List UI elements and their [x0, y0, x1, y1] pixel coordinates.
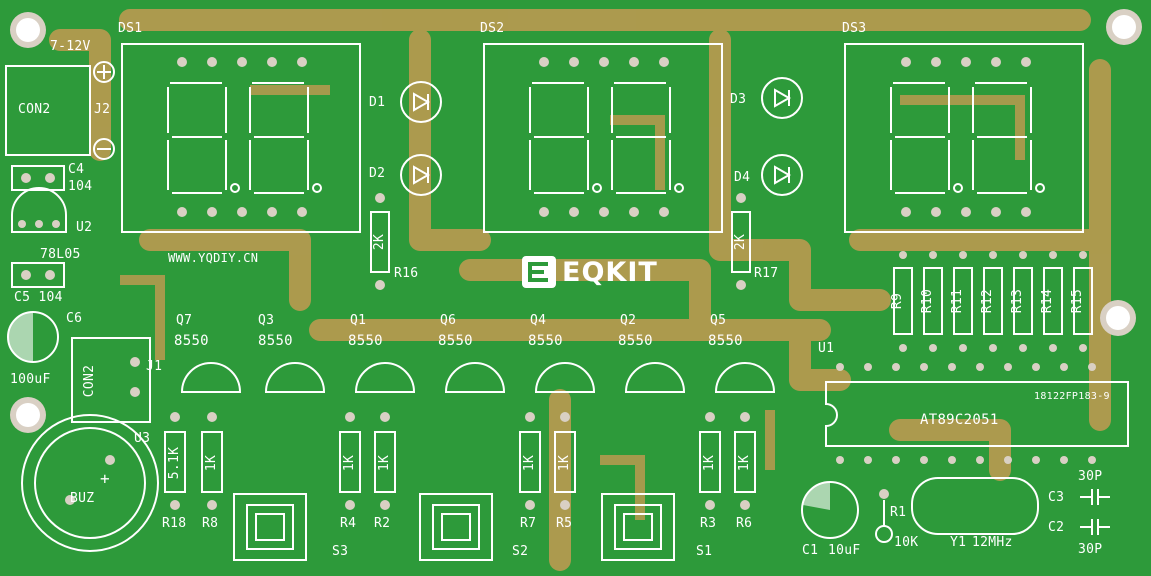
- label-website: WWW.YQDIY.CN: [168, 251, 259, 265]
- label-r13: R13: [1010, 288, 1025, 314]
- label-q4: Q4: [530, 313, 547, 328]
- logo-text: EQKIT: [562, 257, 658, 288]
- label-r5: R5: [556, 516, 573, 531]
- label-power-voltage: 7-12V: [50, 39, 91, 54]
- label-ds2: DS2: [480, 21, 505, 36]
- regulator-outline: [11, 187, 67, 233]
- label-d4: D4: [734, 170, 751, 185]
- label-j1: J1: [146, 359, 163, 374]
- label-s2: S2: [512, 544, 529, 559]
- label-c1-value: 10uF: [828, 543, 861, 558]
- label-q5-value: 8550: [708, 333, 743, 349]
- label-r3: R3: [700, 516, 717, 531]
- label-q1: Q1: [350, 313, 367, 328]
- label-r9: R9: [890, 292, 905, 310]
- label-y1-value: 12MHz: [972, 535, 1013, 550]
- label-ds3: DS3: [842, 21, 867, 36]
- crystal-outline: [911, 477, 1039, 535]
- label-c2-value: 30P: [1078, 542, 1103, 557]
- copper-traces: [49, 9, 1111, 571]
- label-c1: C1: [802, 543, 819, 558]
- label-r6: R6: [736, 516, 753, 531]
- label-q2-value: 8550: [618, 333, 653, 349]
- label-r16-value: 2K: [372, 233, 387, 251]
- label-q7: Q7: [176, 313, 193, 328]
- label-c4-value: 104: [68, 179, 93, 194]
- label-c4: C4: [68, 162, 85, 177]
- label-r16: R16: [394, 266, 419, 281]
- label-q6-value: 8550: [438, 333, 473, 349]
- label-buzzer-plus: +: [100, 469, 110, 488]
- label-q5: Q5: [710, 313, 727, 328]
- label-c2: C2: [1048, 520, 1065, 535]
- label-con2-power: CON2: [18, 102, 51, 117]
- label-r8-value: 1K: [204, 454, 219, 472]
- label-r5-value: 1K: [557, 454, 572, 472]
- label-c6: C6: [66, 311, 83, 326]
- label-r17-value: 2K: [733, 233, 748, 251]
- label-batch: 18122FP183-9: [1034, 391, 1110, 402]
- label-q3: Q3: [258, 313, 275, 328]
- label-r6-value: 1K: [737, 454, 752, 472]
- label-r1: R1: [890, 505, 907, 520]
- display-outlines: [121, 43, 1084, 233]
- label-d3: D3: [730, 92, 747, 107]
- eqkit-logo-mark: [522, 256, 556, 288]
- resistor-array-outlines: [893, 267, 1093, 335]
- label-c5: C5 104: [14, 290, 63, 305]
- label-u3: U3: [134, 431, 151, 446]
- label-d1: D1: [369, 95, 386, 110]
- label-r4: R4: [340, 516, 357, 531]
- label-r12: R12: [980, 288, 995, 314]
- label-r17: R17: [754, 266, 779, 281]
- label-q7-value: 8550: [174, 333, 209, 349]
- label-r4-value: 1K: [342, 454, 357, 472]
- label-r10: R10: [920, 288, 935, 314]
- label-q1-value: 8550: [348, 333, 383, 349]
- label-s1: S1: [696, 544, 713, 559]
- label-u2: U2: [76, 220, 93, 235]
- label-u1: U1: [818, 341, 835, 356]
- label-c3-value: 30P: [1078, 469, 1103, 484]
- label-r8: R8: [202, 516, 219, 531]
- transistor-outlines: [180, 362, 776, 393]
- label-q4-value: 8550: [528, 333, 563, 349]
- display-segments: [167, 82, 1045, 194]
- label-q2: Q2: [620, 313, 637, 328]
- label-r7: R7: [520, 516, 537, 531]
- label-buzzer: BUZ: [70, 491, 95, 506]
- mounting-holes: [10, 9, 1142, 433]
- label-u1-chip: AT89C2051: [920, 412, 999, 428]
- label-r2: R2: [374, 516, 391, 531]
- label-y1: Y1: [950, 535, 967, 550]
- label-r11: R11: [950, 288, 965, 314]
- label-u2-value: 78L05: [40, 247, 81, 262]
- pushbutton-outlines: [233, 493, 675, 561]
- label-r15: R15: [1070, 288, 1085, 314]
- label-r18-value: 5.1K: [167, 446, 182, 480]
- label-r7-value: 1K: [522, 454, 537, 472]
- label-s3: S3: [332, 544, 349, 559]
- label-r14: R14: [1040, 288, 1055, 314]
- label-r3-value: 1K: [702, 454, 717, 472]
- label-ds1: DS1: [118, 21, 143, 36]
- label-q3-value: 8550: [258, 333, 293, 349]
- buzzer-outline: [21, 414, 159, 552]
- label-q6: Q6: [440, 313, 457, 328]
- u1-outline: [825, 381, 1129, 447]
- led-outlines: [400, 77, 803, 196]
- power-connector-outline: [5, 61, 115, 160]
- label-r18: R18: [162, 516, 187, 531]
- label-r2-value: 1K: [377, 454, 392, 472]
- label-c3: C3: [1048, 490, 1065, 505]
- label-j2: J2: [94, 102, 111, 117]
- label-c6-value: 100uF: [10, 372, 51, 387]
- label-d2: D2: [369, 166, 386, 181]
- label-r1-value: 10K: [894, 535, 919, 550]
- label-con2-mid: CON2: [82, 364, 97, 398]
